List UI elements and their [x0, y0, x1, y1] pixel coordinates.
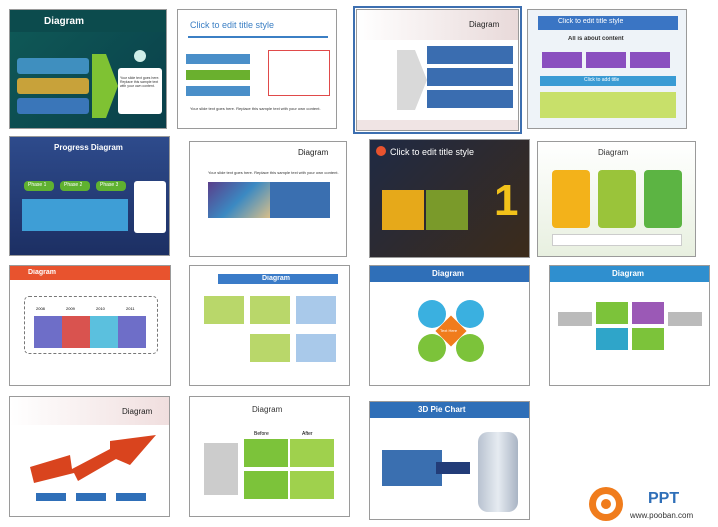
slide-9-year-1: 2008 — [36, 306, 45, 311]
slide-15-title: 3D Pie Chart — [418, 405, 466, 414]
pooban-logo-icon — [586, 484, 626, 524]
slide-thumb-7[interactable]: Click to edit title style 1 — [369, 139, 530, 258]
slide-4-subtitle: Click to add title — [584, 77, 619, 83]
slide-14-grid-3 — [244, 471, 288, 499]
slide-2-title-line — [188, 36, 328, 38]
slide-10-box-3 — [296, 296, 336, 324]
slide-4-chevron-2 — [586, 52, 626, 68]
slide-6-title: Diagram — [298, 148, 328, 157]
pooban-logo-brand: PPT — [648, 490, 679, 508]
slide-14-grid-4 — [290, 471, 334, 499]
slide-1-text: Your slide text goes here. Replace this … — [120, 76, 160, 88]
slide-11-center: Text Here — [440, 328, 457, 333]
slide-thumb-6[interactable]: Diagram Your slide text goes here. Repla… — [189, 141, 347, 257]
slide-12-cell-2 — [632, 302, 664, 324]
slide-5-side-card — [134, 181, 166, 233]
slide-4-title: Click to edit title style — [558, 18, 623, 25]
slide-12-side-2 — [668, 312, 702, 326]
slide-12-cell-1 — [596, 302, 628, 324]
slide-14-side — [204, 443, 238, 495]
slide-13-tag-1 — [36, 493, 66, 501]
slide-5-step-3-label: Phase 3 — [100, 182, 118, 188]
slide-15-cylinder — [478, 432, 518, 512]
slide-5-step-1-label: Phase 1 — [28, 182, 46, 188]
pooban-logo: PPT www.pooban.com — [586, 484, 714, 524]
slide-6-photo — [208, 182, 270, 218]
slide-3-block-3 — [427, 90, 513, 108]
slide-8-cylinder-1 — [552, 170, 590, 228]
slide-2-bar-3 — [186, 86, 250, 96]
slide-thumb-5[interactable]: Progress Diagram Phase 1 Phase 2 Phase 3 — [9, 136, 170, 256]
slide-thumb-4[interactable]: Click to edit title style All is about c… — [527, 9, 687, 129]
slide-10-box-1 — [204, 296, 244, 324]
slide-thumb-8[interactable]: Diagram — [537, 141, 696, 257]
slide-2-title: Click to edit title style — [190, 20, 274, 30]
slide-6-caption: Your slide text goes here. Replace this … — [208, 170, 339, 175]
slide-9-year-2: 2009 — [66, 306, 75, 311]
slide-thumb-11[interactable]: Diagram Text Here — [369, 265, 530, 386]
slide-8-text-panel — [552, 234, 682, 246]
slide-14-before: Before — [254, 431, 269, 437]
slide-5-title: Progress Diagram — [54, 143, 123, 152]
slide-4-quote: All is about content — [568, 36, 624, 42]
slide-2-bar-2 — [186, 70, 250, 80]
slide-7-title: Click to edit title style — [390, 147, 474, 157]
slide-thumb-1[interactable]: Diagram Your slide text goes here. Repla… — [9, 9, 167, 129]
slide-9-year-3: 2010 — [96, 306, 105, 311]
slide-15-left-panel — [382, 450, 442, 486]
slide-10-box-4 — [250, 334, 290, 362]
pooban-logo-url: www.pooban.com — [630, 511, 693, 520]
slide-3-footer-band — [357, 120, 519, 131]
slide-12-cell-3 — [596, 328, 628, 350]
slide-12-side-1 — [558, 312, 592, 326]
slide-14-grid-1 — [244, 439, 288, 467]
slide-15-arrow — [436, 462, 470, 474]
slide-9-title: Diagram — [28, 269, 56, 276]
slide-14-grid-2 — [290, 439, 334, 467]
slide-7-chevron-1 — [382, 190, 424, 230]
slide-8-cylinder-2 — [598, 170, 636, 228]
slide-9-year-4: 2011 — [126, 306, 135, 311]
slide-13-tag-2 — [76, 493, 106, 501]
slide-7-big-number: 1 — [494, 176, 518, 226]
slide-10-box-2 — [250, 296, 290, 324]
slide-7-chevron-2 — [426, 190, 468, 230]
slide-8-cylinder-3 — [644, 170, 682, 228]
slide-3-block-1 — [427, 46, 513, 64]
slide-13-tag-3 — [116, 493, 146, 501]
slide-9-bars — [34, 316, 146, 348]
slide-thumb-3[interactable]: Diagram — [356, 9, 519, 131]
slide-thumb-14[interactable]: Diagram Before After — [189, 396, 350, 517]
slide-thumb-13[interactable]: Diagram — [9, 396, 170, 517]
slide-2-bar-1 — [186, 54, 250, 64]
slide-4-chevron-1 — [542, 52, 582, 68]
slide-11-petal-graphic — [370, 266, 530, 386]
slide-12-title: Diagram — [612, 269, 644, 278]
slide-7-icon — [376, 146, 386, 156]
slide-thumb-12[interactable]: Diagram — [549, 265, 710, 386]
slide-8-title: Diagram — [598, 148, 628, 157]
slide-2-textbox — [268, 50, 330, 96]
slide-thumb-15[interactable]: 3D Pie Chart — [369, 401, 530, 520]
slide-thumb-9[interactable]: Diagram 2008 2009 2010 2011 — [9, 265, 171, 386]
slide-12-cell-4 — [632, 328, 664, 350]
slide-4-chevron-3 — [630, 52, 670, 68]
slide-4-text-panel — [540, 92, 676, 118]
slide-thumb-10[interactable]: Diagram — [189, 265, 350, 386]
slide-10-box-5 — [296, 334, 336, 362]
slide-10-title: Diagram — [262, 275, 290, 282]
slide-14-after: After — [302, 431, 313, 437]
slide-1-arrow-graphic — [10, 10, 167, 129]
slide-6-chevron — [270, 182, 330, 218]
slide-14-title: Diagram — [252, 405, 282, 414]
slide-2-caption: Your slide text goes here. Replace this … — [190, 106, 321, 111]
slide-3-block-2 — [427, 68, 513, 86]
slide-5-chevrons — [22, 199, 128, 231]
slide-thumb-2[interactable]: Click to edit title style Your slide tex… — [177, 9, 337, 129]
slide-5-step-2-label: Phase 2 — [64, 182, 82, 188]
